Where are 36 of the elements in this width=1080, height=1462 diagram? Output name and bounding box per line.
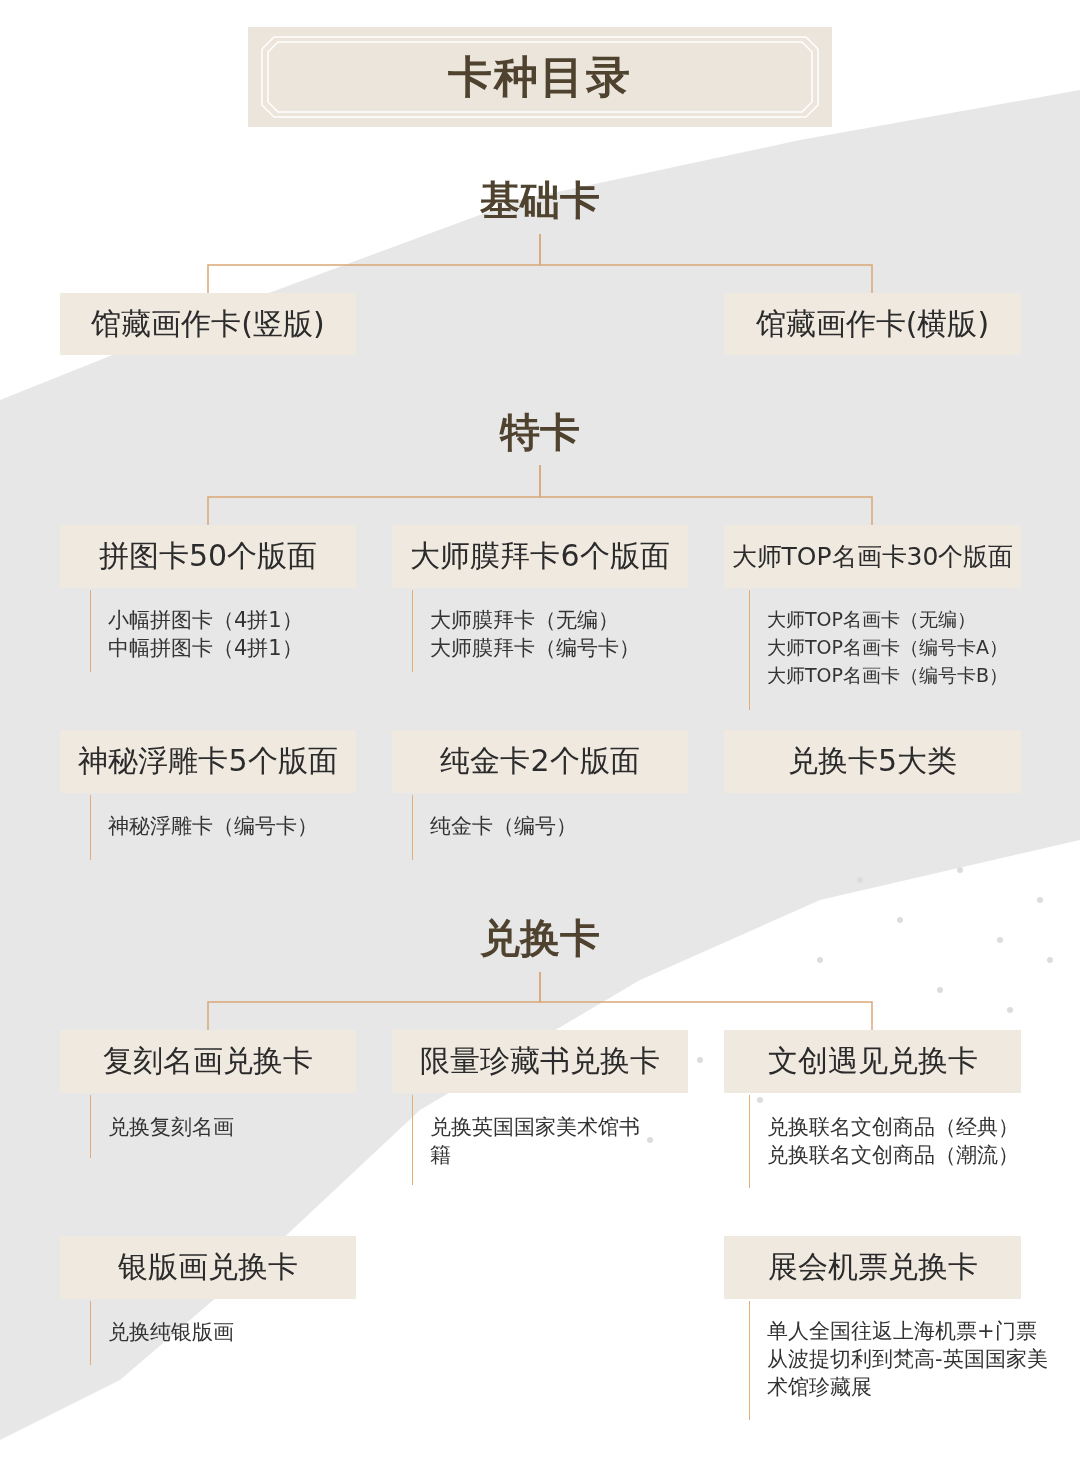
- card-type-box: 兑换卡5大类: [724, 730, 1021, 793]
- list-text: 神秘浮雕卡（编号卡）: [108, 813, 319, 840]
- list-text: 大师TOP名画卡（编号卡A）: [767, 635, 1010, 660]
- list-text: 兑换联名文创商品（潮流）: [767, 1142, 1020, 1169]
- card-type-box: 文创遇见兑换卡: [724, 1030, 1021, 1093]
- card-type-box: 展会机票兑换卡: [724, 1236, 1021, 1299]
- card-type-box: 银版画兑换卡: [60, 1236, 356, 1299]
- list-text: 从波提切利到梵高-英国国家美术馆珍藏展: [767, 1346, 1049, 1401]
- category-heading: 基础卡: [430, 172, 650, 228]
- card-type-box: 馆藏画作卡(横版): [724, 293, 1021, 355]
- list-text: 大师膜拜卡（编号卡）: [430, 635, 641, 662]
- card-type-box: 神秘浮雕卡5个版面: [60, 730, 356, 793]
- list-text: 小幅拼图卡（4拼1）: [108, 607, 304, 634]
- list-text: 兑换纯银版画: [108, 1319, 235, 1346]
- connector-line: [539, 233, 873, 294]
- list-text: 兑换复刻名画: [108, 1114, 235, 1141]
- connector-line: [539, 971, 873, 1031]
- category-heading: 特卡: [430, 405, 650, 459]
- title-text: 卡种目录: [447, 50, 633, 104]
- list-text: 兑换英国国家美术馆书籍: [430, 1114, 641, 1169]
- list-text: 大师TOP名画卡（无编）: [767, 607, 978, 632]
- list-text: 单人全国往返上海机票+门票: [767, 1318, 1038, 1345]
- card-type-box: 限量珍藏书兑换卡: [392, 1030, 688, 1093]
- connector-line: [539, 464, 873, 526]
- list-text: 中幅拼图卡（4拼1）: [108, 635, 304, 662]
- list-text: 兑换联名文创商品（经典）: [767, 1114, 1020, 1141]
- card-type-box: 复刻名画兑换卡: [60, 1030, 356, 1093]
- card-type-box: 馆藏画作卡(竖版): [60, 293, 356, 355]
- card-type-box: 拼图卡50个版面: [60, 525, 356, 588]
- card-type-box: 大师TOP名画卡30个版面: [724, 525, 1021, 588]
- card-type-box: 纯金卡2个版面: [392, 730, 688, 793]
- list-text: 大师膜拜卡（无编）: [430, 607, 620, 634]
- list-text: 大师TOP名画卡（编号卡B）: [767, 663, 1010, 688]
- list-text: 纯金卡（编号）: [430, 813, 578, 840]
- card-type-box: 大师膜拜卡6个版面: [392, 525, 688, 588]
- category-heading: 兑换卡: [420, 910, 660, 966]
